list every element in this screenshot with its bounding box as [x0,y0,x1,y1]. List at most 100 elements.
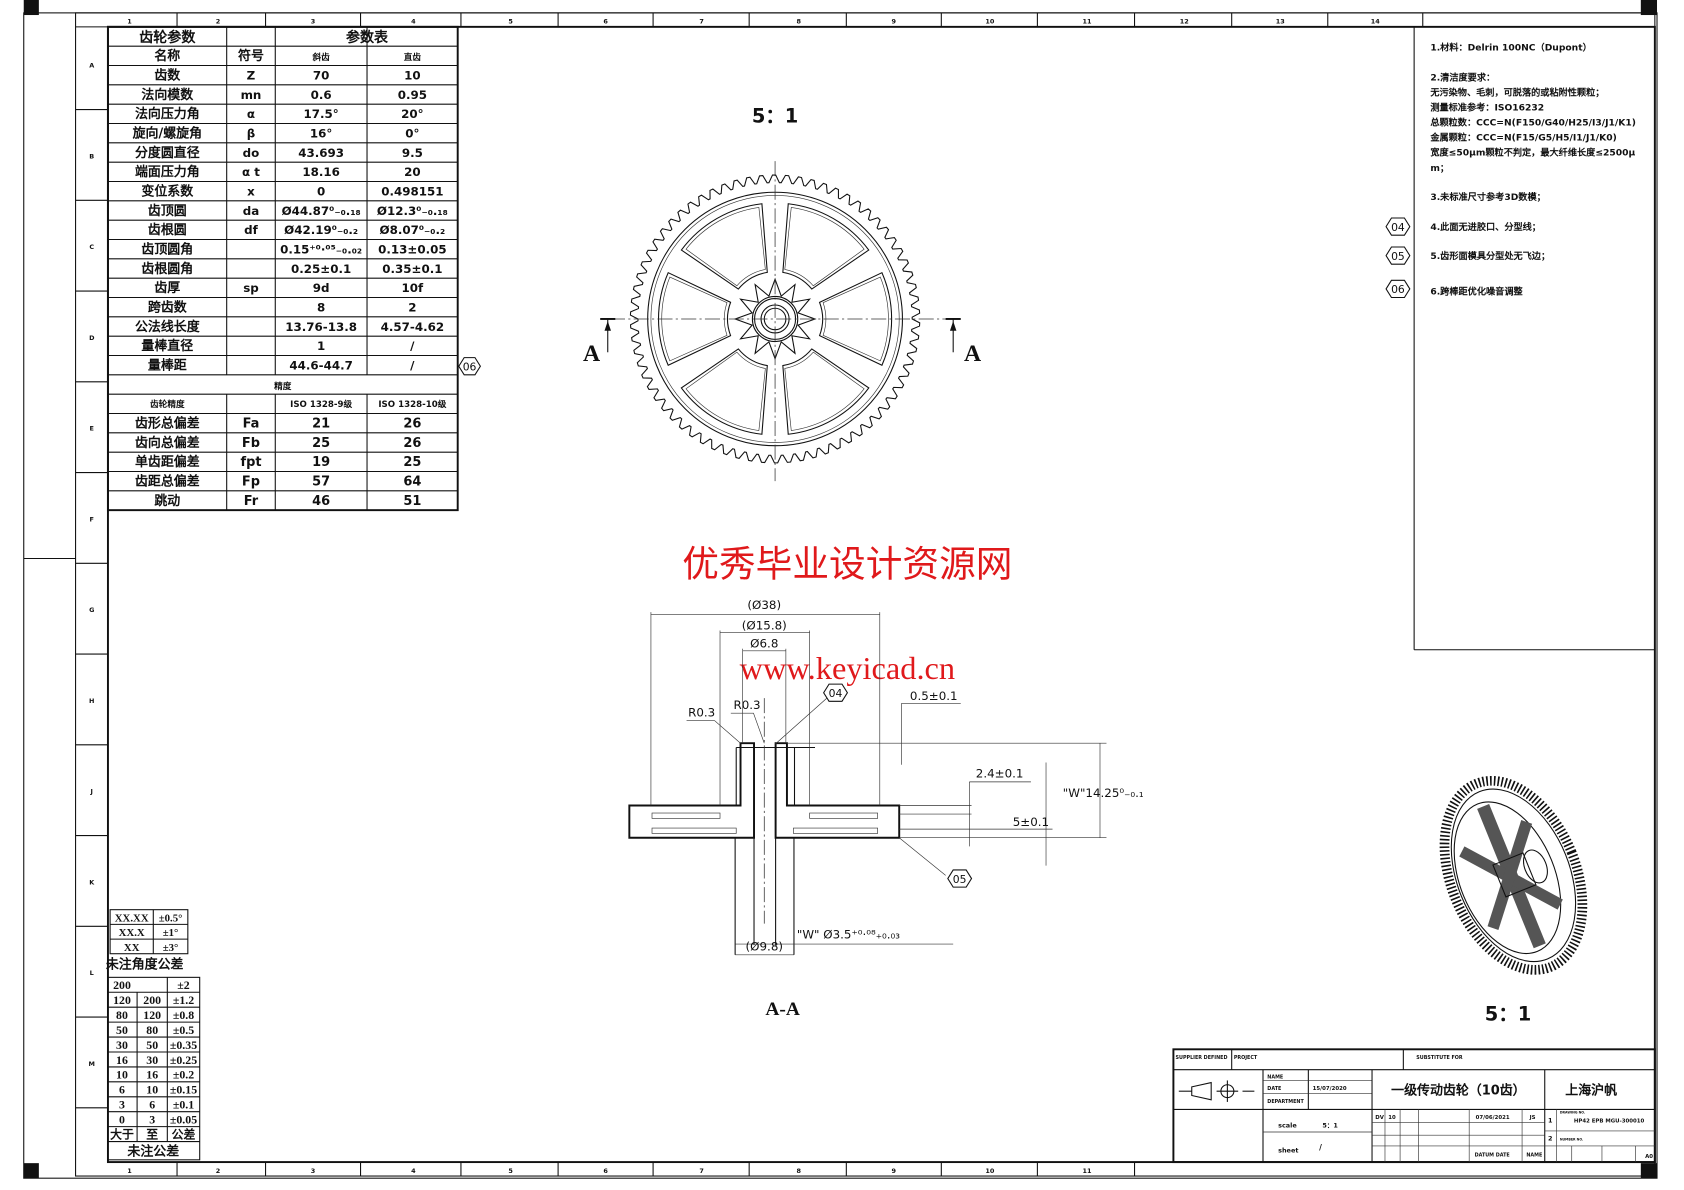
zone-letter: E [90,425,94,433]
svg-text:NUMBER NO.: NUMBER NO. [1560,1138,1583,1142]
parameter-name: 分度圆直径 [135,145,200,161]
angle-tolerance: ±1° [163,927,179,939]
zone-number: 13 [1276,18,1285,26]
svg-text:DATE: DATE [1267,1086,1281,1092]
zone-number: 1 [127,1167,132,1175]
parameter-value: α [247,107,255,121]
svg-text:06: 06 [1391,283,1405,296]
note-line: 1.材料：Delrin 100NC（Dupont） [1430,42,1591,54]
tolerance-cell: 80 [116,1008,128,1022]
svg-text:5±0.1: 5±0.1 [1013,815,1049,829]
spoke-window [661,276,728,362]
note-line: 金属颗粒：CCC=N(F15/G5/H5/I1/J1/K0) [1429,132,1616,144]
parameter-name: 法向压力角 [135,106,200,122]
column-header: 符号 [238,48,264,64]
zone-number: 9 [892,18,897,26]
angle-tolerance: ±3° [163,942,179,954]
tolerance-cell: 至 [146,1127,158,1141]
zone-letter: G [89,606,94,614]
parameter-value: 13.76-13.8 [285,320,357,334]
zone-number: 1 [127,18,132,26]
svg-text:/: / [1319,1143,1322,1152]
tolerance-cell: 120 [143,1008,161,1022]
column-header: 齿轮精度 [150,398,185,410]
balloon-04: 04 [823,683,849,702]
column-header: 斜齿 [312,51,331,63]
section-label: A-A [765,999,800,1020]
parameter-value: Ø42.19⁰₋₀.₂ [284,223,358,237]
svg-text:04: 04 [1391,221,1405,234]
svg-text:HP42 EPB MGU-300010: HP42 EPB MGU-300010 [1574,1118,1645,1124]
parameter-value: 0.95 [398,88,427,102]
drawing-frame [23,0,1658,1179]
svg-text:sheet: sheet [1278,1146,1298,1154]
parameter-name: 齿根圆 [148,222,187,238]
note-line: 4.此面无进胶口、分型线； [1430,221,1541,233]
svg-text:R0.3: R0.3 [733,698,760,712]
zone-letter: K [89,878,95,886]
note-line: 3.未标准尺寸参考3D数模； [1430,191,1545,203]
parameter-name: 量棒直径 [141,338,193,354]
zone-number: 6 [603,1167,608,1175]
zone-letter: B [89,152,94,160]
tolerance-name: 齿距总偏差 [135,473,200,489]
tolerance-cell: ±0.1 [173,1098,194,1112]
tolerance-cell: 3 [149,1113,155,1127]
parameter-value: 0.15⁺⁰·⁰⁵₋₀.₀₂ [280,242,362,256]
svg-text:04: 04 [829,687,843,700]
tolerance-value: 26 [403,416,421,431]
spoke-window [680,203,768,290]
svg-text:0.5±0.1: 0.5±0.1 [910,689,958,703]
spoke-window [784,351,865,431]
parameter-value: x [247,184,255,198]
svg-text:1: 1 [1548,1116,1553,1124]
parameter-name: 跨齿数 [148,299,187,315]
parameter-value: 0.498151 [381,184,443,198]
parameter-name: 量棒距 [148,357,187,373]
parameter-value: sp [243,281,259,295]
svg-text:NAME: NAME [1267,1074,1283,1080]
note-line: 宽度≤50μm颗粒不判定，最大纤维长度≤2500μ [1429,147,1635,159]
zone-number: 10 [985,1167,995,1175]
tolerance-cell: 200 [143,993,161,1007]
spoke-window [680,348,768,435]
parameter-value: 4.57-4.62 [381,320,444,334]
tolerance-cell: 50 [116,1023,128,1037]
svg-text:Ø6.8: Ø6.8 [750,637,778,651]
company-name: 上海沪帆 [1565,1082,1617,1098]
tolerance-value: Fb [242,436,260,451]
tolerance-value: 25 [403,455,421,470]
tolerance-cell: ±2 [177,978,190,992]
tolerance-cell: ±0.25 [170,1053,197,1067]
projection-symbol-icon [1178,1080,1255,1102]
svg-text:DATUM DATE: DATUM DATE [1475,1153,1510,1159]
svg-text:scale: scale [1278,1122,1297,1130]
tolerance-value: 25 [312,436,330,451]
parameter-value: 17.5° [304,107,339,121]
svg-text:优秀毕业设计资源网: 优秀毕业设计资源网 [682,543,1012,586]
tolerance-cell: ±1.2 [173,993,194,1007]
parameter-value: 20 [404,165,421,179]
section-mark-right: A [945,318,981,367]
parameter-value: / [410,339,415,353]
svg-text:JS: JS [1529,1115,1536,1121]
spoke-window [784,207,865,287]
tolerance-cell: 6 [119,1083,125,1097]
parameter-name: 齿顶圆 [148,203,187,219]
parameter-name: 齿根圆角 [141,261,193,277]
parameter-value: 10 [404,69,421,83]
zone-letter: C [89,243,94,251]
parameter-name: 变位系数 [141,183,193,199]
parameter-name: 齿顶圆角 [141,241,193,257]
table-title: 未注角度公差 [105,957,184,973]
tolerance-value: 26 [403,436,421,451]
zone-number: 11 [1083,18,1093,26]
svg-text:05: 05 [1391,250,1405,263]
svg-text:R0.3: R0.3 [688,705,715,719]
tolerance-cell: 10 [116,1068,128,1082]
zone-letter: M [89,1060,95,1068]
parameter-value: da [243,204,260,218]
svg-text:SUPPLIER DEFINED: SUPPLIER DEFINED [1176,1055,1228,1061]
